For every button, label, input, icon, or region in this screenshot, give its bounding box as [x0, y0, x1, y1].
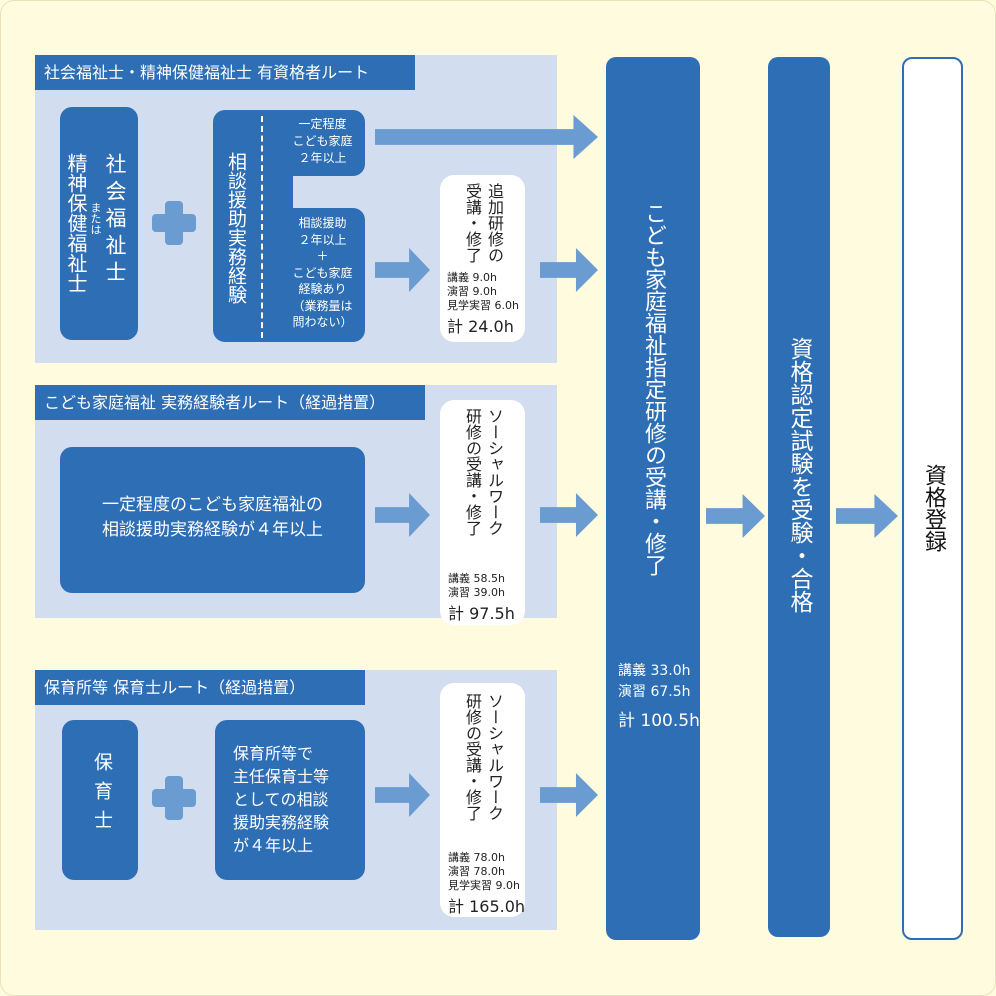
- qual-social-worker: 社会福祉士: [103, 153, 127, 288]
- training-line2: 研修の受講・修了: [463, 693, 482, 821]
- experience-option-b: 相談援助 ２年以上 ＋ こども家庭 経験あり （業務量は 問わない）: [280, 208, 365, 342]
- training-line2: 研修の受講・修了: [463, 408, 482, 536]
- plus-icon: [152, 776, 196, 820]
- qual-psychiatric-social-worker: 精神保健福祉士: [64, 153, 88, 293]
- social-work-training-box: ソーシャルワーク 研修の受講・修了 講義 58.5h 演習 39.0h 計 97…: [440, 400, 525, 625]
- experience-requirement-box: 保育所等で 主任保育士等 としての相談 援助実務経験 が４年以上: [215, 720, 365, 880]
- requirement-line: 援助実務経験: [233, 813, 330, 832]
- training-total: 計 97.5h: [448, 604, 515, 623]
- dashed-divider: [261, 116, 263, 338]
- registration-column: 資格登録: [902, 57, 963, 940]
- exp-b-line: 経験あり: [298, 282, 347, 296]
- experience-option-a: 一定程度 こども家庭 ２年以上: [280, 110, 365, 176]
- exp-b-line: 相談援助: [298, 216, 347, 230]
- designated-hours: 講義 33.0h: [618, 663, 691, 679]
- training-hours: 演習 9.0h: [447, 285, 497, 298]
- training-hours: 見学実習 9.0h: [448, 879, 520, 892]
- training-line2: 受講・修了: [463, 183, 482, 263]
- route-2-header: こども家庭福祉 実務経験者ルート（経過措置）: [35, 385, 425, 420]
- qual-nursery-teacher: 保育士: [91, 752, 113, 839]
- exp-b-line: （業務量は: [292, 298, 353, 313]
- training-hours: 講義 9.0h: [447, 271, 497, 284]
- experience-requirement-box: 一定程度のこども家庭福祉の 相談援助実務経験が４年以上: [60, 447, 365, 593]
- registration-title: 資格登録: [921, 464, 946, 552]
- training-hours: 演習 78.0h: [448, 865, 505, 878]
- exp-b-line: ＋: [316, 249, 329, 263]
- designated-total: 計 100.5h: [618, 711, 700, 731]
- exam-column: 資格認定試験を受験・合格: [768, 57, 830, 937]
- exp-a-line: こども家庭: [292, 134, 353, 148]
- training-line1: ソーシャルワーク: [485, 693, 504, 821]
- requirement-line: としての相談: [233, 790, 329, 809]
- additional-training-box: 追加研修の 受講・修了 講義 9.0h 演習 9.0h 見学実習 6.0h 計 …: [440, 175, 525, 342]
- requirement-line: 相談援助実務経験が４年以上: [102, 520, 323, 540]
- exp-a-line: 一定程度: [298, 117, 347, 131]
- social-work-training-box: ソーシャルワーク 研修の受講・修了 講義 78.0h 演習 78.0h 見学実習…: [440, 683, 525, 917]
- exam-title: 資格認定試験を受験・合格: [786, 337, 812, 613]
- qual-or: または: [89, 202, 102, 235]
- nursery-teacher-box: 保育士: [62, 720, 138, 880]
- training-hours: 講義 78.0h: [448, 851, 505, 864]
- experience-label: 相談援助実務経験: [225, 152, 247, 304]
- training-line1: ソーシャルワーク: [485, 408, 504, 536]
- exp-b-line: 問わない）: [292, 315, 353, 329]
- requirement-line: 保育所等で: [233, 744, 314, 763]
- training-total: 計 24.0h: [447, 317, 514, 336]
- route-3-header: 保育所等 保育士ルート（経過措置）: [35, 670, 365, 705]
- training-hours: 演習 39.0h: [448, 586, 505, 599]
- exp-a-line: ２年以上: [298, 151, 347, 165]
- route-1-header: 社会福祉士・精神保健福祉士 有資格者ルート: [35, 55, 415, 90]
- requirement-line: 主任保育士等: [233, 767, 330, 786]
- experience-box: 相談援助実務経験: [213, 110, 293, 342]
- exp-b-line: こども家庭: [292, 265, 353, 280]
- training-line1: 追加研修の: [485, 183, 504, 263]
- exp-b-line: ２年以上: [298, 232, 347, 247]
- training-hours: 講義 58.5h: [448, 572, 505, 585]
- training-total: 計 165.0h: [448, 897, 526, 916]
- qualification-box: 社会福祉士 または 精神保健福祉士: [60, 107, 138, 340]
- requirement-line: 一定程度のこども家庭福祉の: [102, 495, 323, 515]
- designated-training-title: こども家庭福祉指定研修の受講・修了: [641, 202, 666, 576]
- requirement-line: が４年以上: [233, 836, 314, 855]
- plus-icon: [152, 201, 196, 245]
- designated-training-column: こども家庭福祉指定研修の受講・修了 講義 33.0h 演習 67.5h 計 10…: [606, 57, 700, 940]
- training-hours: 見学実習 6.0h: [447, 299, 519, 312]
- designated-hours: 演習 67.5h: [618, 684, 691, 700]
